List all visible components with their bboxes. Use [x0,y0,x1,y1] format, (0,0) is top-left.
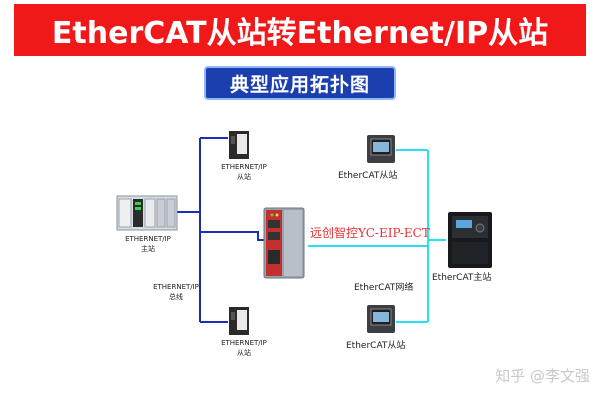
eip-slave-bottom-label-line2: 从站 [237,349,251,357]
master-eip-label-line1: ETHERNET/IP [125,235,171,243]
eip-slave-bottom-image [229,307,249,335]
eip-slave-bottom-label: ETHERNET/IP 从站 [214,338,274,358]
title-banner: EtherCAT从站转Ethernet/IP从站 [14,4,586,56]
watermark: 知乎 @李文强 [495,367,590,385]
eip-slave-top-label-line2: 从站 [237,173,251,181]
eip-bus-label: ETHERNET/IP 总线 [148,282,204,302]
ecat-slave-top-image [367,135,395,163]
gateway-device-image [263,207,305,279]
eip-slave-top-label: ETHERNET/IP 从站 [214,162,274,182]
master-eip-label: ETHERNET/IP 主站 [118,234,178,254]
ecat-master-image [448,212,492,268]
page-title: EtherCAT从站转Ethernet/IP从站 [51,16,549,51]
eip-bus-label-line2: 总线 [169,293,183,301]
eip-slave-top-label-line1: ETHERNET/IP [221,163,267,171]
ecat-wires [308,149,446,323]
plc-master-image [116,195,178,231]
subtitle-box: 典型应用拓扑图 [204,66,396,100]
ecat-slave-top-label: EtherCAT从站 [338,171,398,181]
ecat-slave-bottom-label: EtherCAT从站 [346,341,406,351]
eip-wires [176,137,264,323]
gateway-label: 远创智控YC-EIP-ECT [310,226,430,240]
ecat-slave-bottom-image [367,305,395,333]
eip-gateway-link [200,231,264,241]
eip-bus-label-line1: ETHERNET/IP [153,283,199,291]
eip-slave-top-image [229,131,249,159]
ecat-master-label: EtherCAT主站 [432,273,492,283]
ecat-network-label: EtherCAT网络 [354,283,414,293]
page-subtitle: 典型应用拓扑图 [229,73,370,96]
eip-slave-bottom-label-line1: ETHERNET/IP [221,339,267,347]
master-eip-label-line2: 主站 [141,245,155,253]
